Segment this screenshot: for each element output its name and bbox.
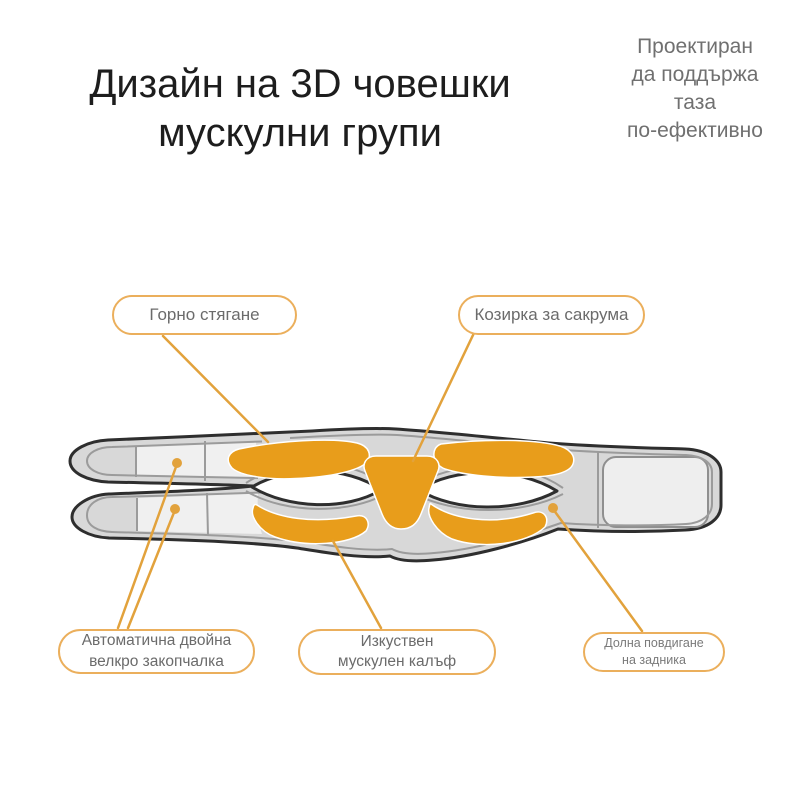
strap-panel-upper — [137, 442, 258, 478]
leader-butt-lift — [551, 507, 644, 633]
leader-velcro-upper — [116, 462, 179, 630]
callout-sacrum-visor: Козирка за сакрума — [458, 295, 645, 335]
tagline-text: Проектиран да поддържа таза по-ефективно — [627, 35, 763, 142]
support-pads — [227, 439, 575, 546]
callout-dots — [170, 458, 558, 514]
callout-muscle-sleeve: Изкуствен мускулен калъф — [298, 629, 496, 675]
strap-panel-lower — [138, 493, 262, 534]
callout-top-tightening: Горно стягане — [112, 295, 297, 335]
pad-lower-left — [251, 503, 369, 545]
pad-upper-left — [227, 439, 370, 480]
leader-sacrum-visor — [411, 331, 476, 463]
callout-dot — [170, 504, 180, 514]
lens-right — [417, 471, 559, 509]
callout-dot — [172, 458, 182, 468]
pad-lower-right — [428, 502, 548, 546]
pad-upper-right — [433, 439, 575, 479]
callout-butt-lift: Долна повдигане на задника — [583, 632, 725, 672]
velcro-end-pad — [602, 456, 709, 528]
leader-muscle-sleeve — [331, 539, 383, 630]
page-title: Дизайн на 3D човешки мускулни групи — [89, 62, 511, 155]
leader-lines — [116, 331, 644, 633]
callout-dot — [548, 503, 558, 513]
leader-top-tightening — [161, 334, 270, 444]
callout-velcro-fastener: Автоматична двойна велкро закопчалка — [58, 629, 255, 674]
leader-velcro-lower — [126, 508, 177, 630]
pad-sacrum-center — [363, 455, 440, 530]
